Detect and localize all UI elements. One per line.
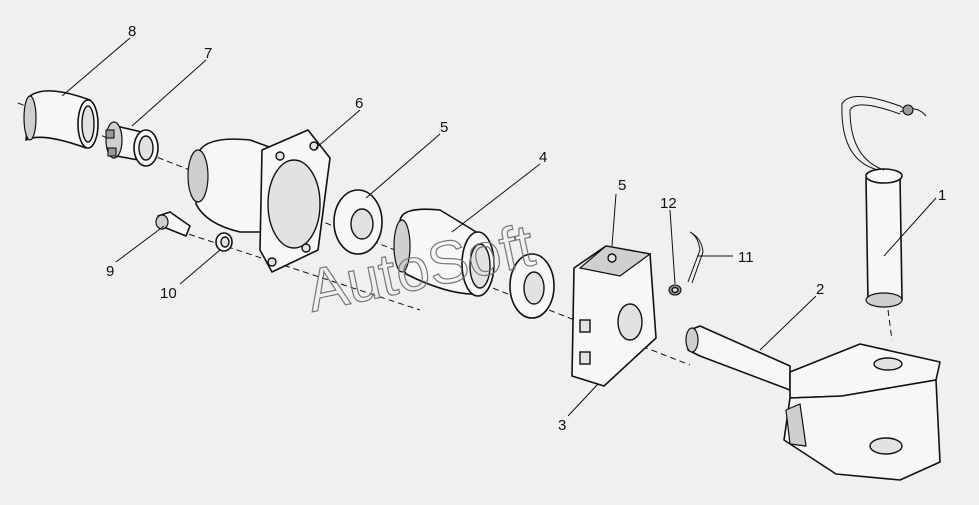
callout-5b: 5: [618, 177, 626, 194]
callout-11: 11: [738, 249, 754, 266]
callout-5a: 5: [440, 119, 448, 136]
callout-2: 2: [816, 281, 824, 298]
leader-5b: [611, 193, 617, 247]
leader-5a: [365, 133, 441, 199]
part-3-block: [571, 245, 657, 387]
part-4-bushing: [393, 208, 495, 297]
callout-3: 3: [558, 417, 566, 434]
callout-9: 9: [106, 263, 114, 280]
part-2-bracket: [685, 325, 941, 481]
part-5-washer-a: [333, 189, 383, 255]
leader-9: [115, 225, 165, 263]
axis-pin: [887, 309, 893, 341]
leader-12: [669, 209, 676, 285]
callout-4: 4: [539, 149, 547, 166]
axis-lower: [169, 227, 421, 311]
part-6-housing: [187, 129, 331, 273]
callout-6: 6: [355, 95, 363, 112]
part-10-washer: [215, 232, 233, 252]
part-8-bushing: [23, 90, 99, 149]
leader-1: [883, 197, 937, 257]
leader-3: [567, 383, 599, 417]
part-11-cotter-pin: [687, 231, 704, 284]
leader-8: [61, 37, 131, 97]
callout-8: 8: [128, 23, 136, 40]
part-9-bolt: [155, 211, 191, 237]
part-1-pin: [841, 95, 927, 308]
part-7-nut: [105, 121, 159, 167]
leader-2: [759, 295, 817, 351]
leader-10: [179, 249, 221, 285]
leader-6: [315, 109, 361, 149]
part-5-washer-b: [509, 253, 555, 319]
part-12-nut: [668, 284, 682, 296]
callout-12: 12: [660, 195, 677, 212]
leader-7: [131, 59, 207, 127]
callout-1: 1: [938, 187, 946, 204]
leader-4: [451, 163, 541, 233]
callout-10: 10: [160, 285, 177, 302]
callout-7: 7: [204, 45, 212, 62]
